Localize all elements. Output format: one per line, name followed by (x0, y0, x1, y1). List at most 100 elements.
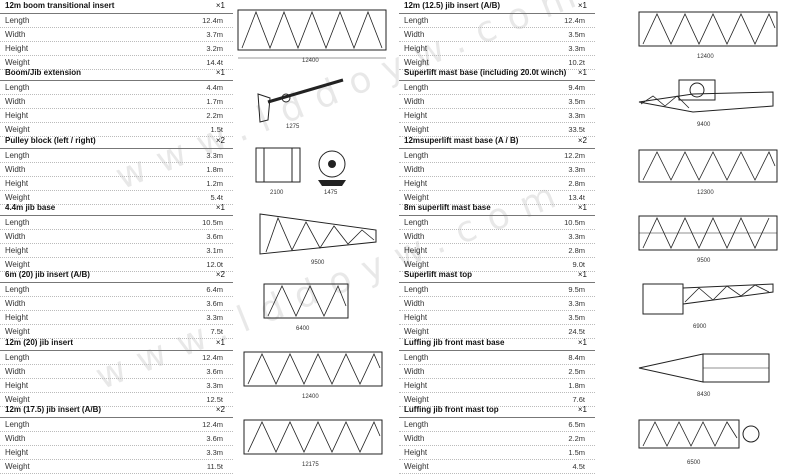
spec-label: Width (5, 434, 26, 443)
spec-label: Width (404, 434, 425, 443)
spec-row: Length 12.4m (0, 351, 233, 365)
spec-value: 2.2m (206, 111, 223, 120)
spec-label: Height (5, 179, 29, 188)
superlift-base-drawing: 9400 (633, 72, 783, 130)
spec-value: 12.0t (206, 260, 223, 269)
spec-value: 12.2m (564, 151, 585, 160)
spec-value: 1.7m (206, 97, 223, 106)
spec-value: 3.6m (206, 232, 223, 241)
quantity: ×2 (577, 136, 587, 145)
spec-value: 9.5m (568, 285, 585, 294)
dimension-label: 12400 (302, 394, 319, 400)
spec-value: 4.4m (206, 83, 223, 92)
spec-label: Width (404, 165, 425, 174)
spec-value: 2.5m (568, 367, 585, 376)
spec-label: Length (404, 83, 429, 92)
dimension-label: 12400 (697, 54, 714, 60)
spec-row: Height 2.2m (0, 109, 233, 123)
section-title: Superlift mast base (including 20.0t win… (404, 68, 567, 77)
quantity: ×1 (577, 203, 587, 212)
quantity: ×2 (215, 270, 225, 279)
dimension-label: 9500 (697, 258, 711, 264)
spec-label: Weight (404, 260, 429, 269)
section-title: 12m (17.5) jib insert (A/B) (5, 405, 102, 414)
section-header: 12m (20) jib insert×1 (0, 337, 233, 351)
spec-label: Weight (404, 193, 429, 202)
spec-label: Length (5, 353, 30, 362)
spec-row: Width 3.5m (399, 95, 595, 109)
spec-value: 11.5t (206, 462, 223, 471)
spec-value: 3.3m (206, 313, 223, 322)
spec-row: Length 9.4m (399, 81, 595, 95)
spec-label: Weight (5, 327, 30, 336)
spec-value: 5.4t (210, 193, 223, 202)
spec-label: Width (404, 367, 425, 376)
spec-label: Height (404, 313, 428, 322)
spec-label: Height (404, 44, 428, 53)
spec-label: Width (404, 232, 425, 241)
spec-value: 3.6m (206, 434, 223, 443)
spec-label: Length (404, 420, 429, 429)
spec-label: Weight (5, 193, 30, 202)
dimension-label: 9500 (311, 260, 325, 266)
spec-label: Width (404, 30, 425, 39)
dimension-label: 12400 (302, 58, 319, 64)
spec-row: Width 3.3m (399, 163, 595, 177)
spec-value: 12.4m (202, 353, 223, 362)
spec-value: 7.5t (210, 327, 223, 336)
spec-value: 3.5m (568, 97, 585, 106)
spec-value: 10.2t (568, 58, 585, 67)
spec-value: 6.4m (206, 285, 223, 294)
section-title: Luffing jib front mast top (404, 405, 499, 414)
spec-value: 8.4m (568, 353, 585, 362)
spec-label: Height (404, 179, 428, 188)
spec-value: 3.6m (206, 299, 223, 308)
spec-label: Weight (404, 462, 429, 471)
pulley-block-drawing: 2100 1475 (252, 140, 382, 198)
spec-label: Length (404, 151, 429, 160)
spec-row: Height 3.3m (0, 311, 233, 325)
spec-label: Height (404, 246, 428, 255)
spec-label: Length (5, 151, 30, 160)
jib-insert-12m-175-drawing: 12175 (238, 412, 388, 470)
spec-row: Height 2.8m (399, 177, 595, 191)
spec-value: 3.3m (206, 381, 223, 390)
spec-label: Width (404, 97, 425, 106)
spec-value: 3.3m (568, 165, 585, 174)
spec-section: Superlift mast base (including 20.0t win… (399, 67, 595, 137)
spec-value: 2.8m (568, 179, 585, 188)
spec-row: Weight 5.4t (0, 191, 233, 205)
spec-label: Height (5, 111, 29, 120)
spec-value: 12.4m (564, 16, 585, 25)
spec-value: 9.4m (568, 83, 585, 92)
spec-label: Height (5, 313, 29, 322)
spec-row: Width 3.6m (0, 432, 233, 446)
quantity: ×1 (577, 68, 587, 77)
dimension-label: 12175 (302, 462, 319, 468)
dimension-label: 9400 (697, 122, 711, 128)
section-title: 8m superlift mast base (404, 203, 491, 212)
